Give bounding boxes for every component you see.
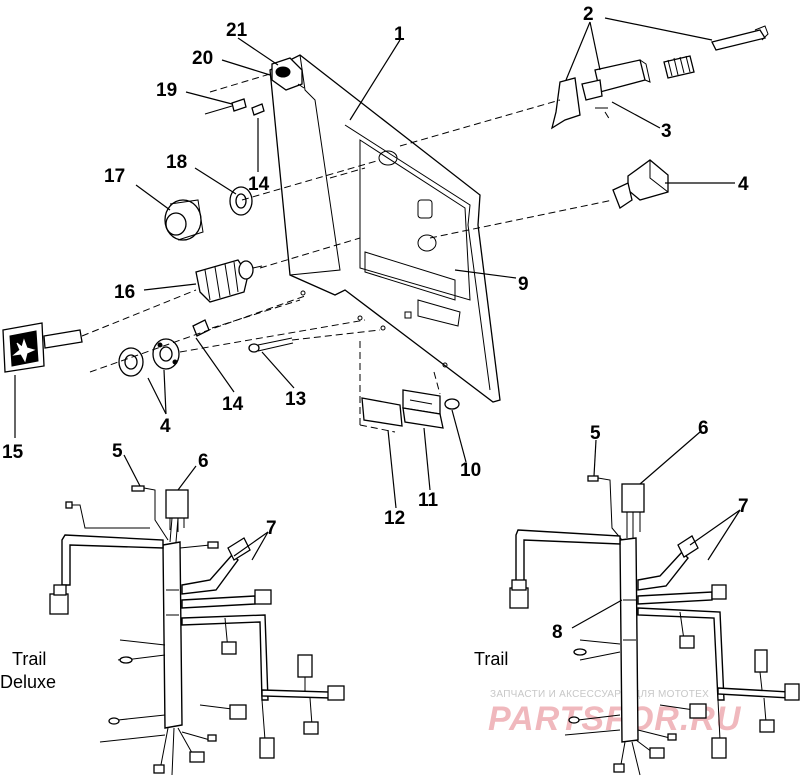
- callout-14-upper: 14: [248, 174, 270, 195]
- callout-18: 18: [166, 152, 187, 173]
- variant-labels: Trail Deluxe Trail: [0, 649, 508, 692]
- harness-trail-deluxe: [49, 485, 345, 776]
- bracket-set: [361, 389, 460, 429]
- ignition-key: [2, 322, 83, 373]
- bushing-lower: [192, 319, 210, 337]
- callout-12: 12: [384, 508, 405, 529]
- top-socket: [271, 57, 305, 91]
- callout-16: 16: [114, 282, 135, 303]
- callout-6-right: 6: [698, 418, 709, 439]
- upper-fasteners: [204, 98, 265, 116]
- harness-leader-lines: [123, 431, 741, 629]
- callout-1: 1: [394, 24, 405, 45]
- variant-right: Trail: [474, 649, 508, 669]
- variant-left-line1: Trail: [12, 649, 46, 669]
- callout-19: 19: [156, 80, 177, 101]
- callout-9: 9: [518, 274, 529, 295]
- callout-5-left: 5: [112, 441, 123, 462]
- callout-4-bezel: 4: [160, 416, 171, 437]
- callout-7-right: 7: [738, 496, 749, 517]
- key-switch: [195, 259, 263, 303]
- callout-14-lower: 14: [222, 394, 244, 415]
- callout-20: 20: [192, 48, 213, 69]
- callout-10: 10: [460, 460, 481, 481]
- choke-pin-assembly: [550, 25, 769, 130]
- callout-3: 3: [661, 121, 672, 142]
- dash-panel: [269, 54, 501, 403]
- callout-6-left: 6: [198, 451, 209, 472]
- bezel-rings: [118, 338, 180, 377]
- watermark-caption: ЗАПЧАСТИ И АКСЕССУАРЫ ДЛЯ МОТОТЕХ: [490, 689, 709, 700]
- callout-labels: 1 2 3 4 4 5 5 6 6 7 7 8 9 10 11 12 13 14…: [2, 4, 749, 643]
- callout-15: 15: [2, 442, 24, 463]
- callout-13: 13: [285, 389, 306, 410]
- callout-2: 2: [583, 4, 594, 25]
- toggle-switch: [612, 159, 669, 209]
- callout-21: 21: [226, 20, 248, 41]
- screw: [248, 337, 294, 353]
- harness-trail: [509, 475, 800, 776]
- lock-nut: [164, 199, 204, 241]
- callout-8: 8: [552, 622, 563, 643]
- callout-7-left: 7: [266, 518, 277, 539]
- callout-5-right: 5: [590, 423, 601, 444]
- callout-17: 17: [104, 166, 125, 187]
- callout-4-toggle: 4: [738, 174, 749, 195]
- assembly-lines: [81, 73, 614, 433]
- variant-left-line2: Deluxe: [0, 672, 56, 692]
- leader-lines: [14, 17, 735, 509]
- callout-11: 11: [418, 490, 439, 511]
